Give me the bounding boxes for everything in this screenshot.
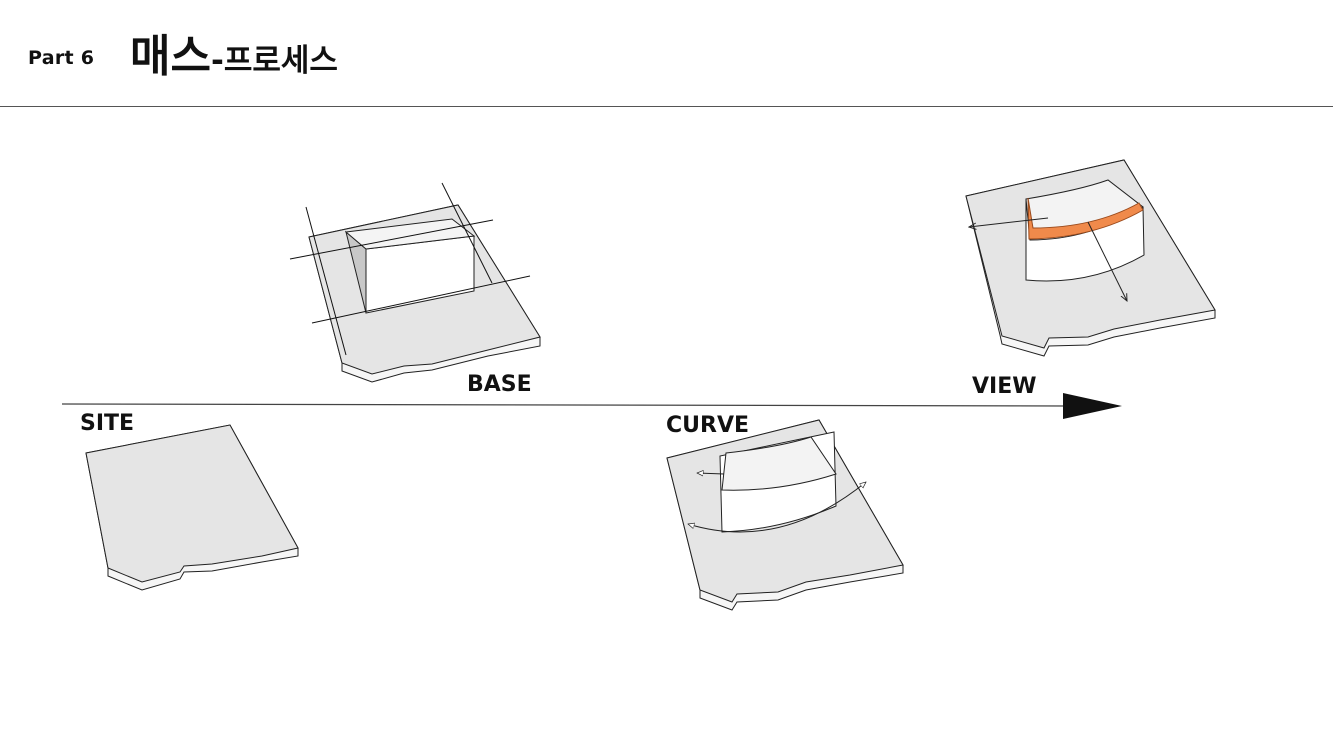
- title-sub: -프로세스: [210, 43, 338, 79]
- view-down-arrow: [1087, 221, 1127, 301]
- curve-side-arrow: [697, 473, 725, 474]
- site-slab-top: [85, 424, 299, 583]
- base-model: [289, 182, 541, 383]
- header-divider: [0, 106, 1333, 107]
- site-model: [85, 424, 299, 591]
- view-left-arrow: [969, 217, 1049, 227]
- process-timeline: [61, 393, 1122, 419]
- stage-label-base: BASE: [467, 372, 532, 397]
- view-edge-highlight: [1027, 197, 1144, 240]
- view-model: [965, 159, 1216, 357]
- base-grid-lines: [289, 182, 531, 356]
- curve-model: [666, 419, 904, 611]
- title-main: 매스: [130, 31, 211, 82]
- header: Part 6 매스-프로세스: [0, 0, 1333, 107]
- base-block-top: [344, 218, 476, 250]
- stage-label-view: VIEW: [972, 374, 1037, 399]
- view-mass-top: [1025, 179, 1144, 241]
- part-label: Part 6: [28, 47, 95, 69]
- timeline-line: [61, 403, 1071, 407]
- stage-label-site: SITE: [80, 411, 135, 436]
- stage-label-curve: CURVE: [666, 413, 750, 438]
- page-title: 매스-프로세스: [130, 20, 338, 84]
- curve-sweep-arrow: [688, 482, 866, 533]
- timeline-arrowhead: [1063, 393, 1122, 419]
